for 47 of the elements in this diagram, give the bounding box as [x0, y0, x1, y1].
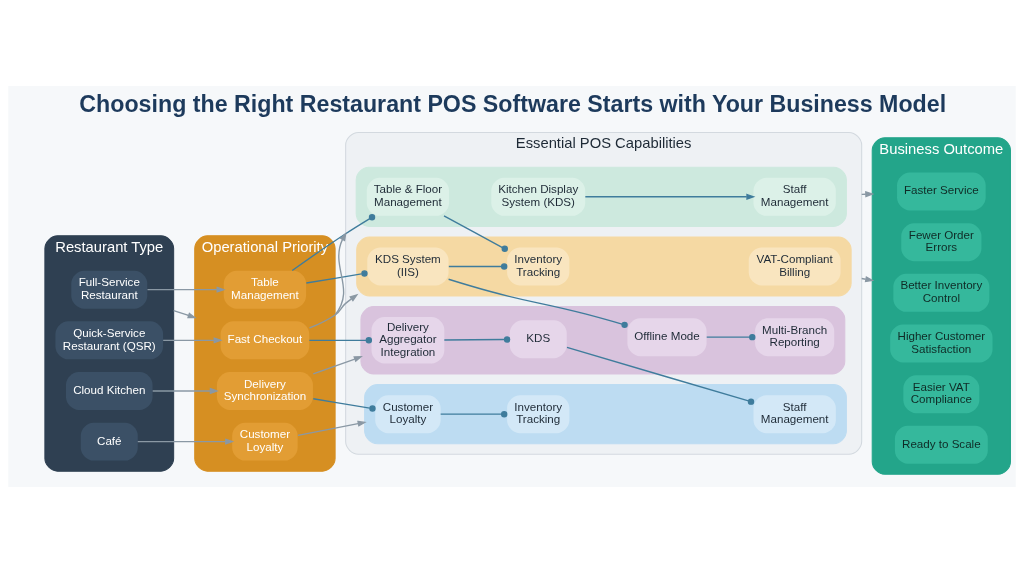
connector: [443, 335, 511, 343]
node-box: Cloud Kitchen: [66, 371, 153, 410]
node-box: Café: [80, 422, 138, 461]
arrow: [297, 420, 367, 436]
node-box: Staff Management: [753, 177, 836, 216]
arrow: [152, 387, 219, 394]
arrow: [312, 355, 363, 375]
cluster: [355, 166, 847, 227]
connector: [447, 278, 628, 328]
connector: [439, 410, 508, 417]
node-box: Multi-Branch Reporting: [755, 317, 835, 356]
cluster: [364, 383, 847, 444]
arrow: [334, 231, 347, 316]
node-box: Inventory Tracking: [507, 394, 570, 433]
node-box: Kitchen Display System (KDS): [491, 177, 586, 216]
arrow: [137, 437, 235, 445]
node-box: Full-Service Restaurant: [71, 270, 148, 309]
arrow: [162, 336, 223, 343]
node-box: Delivery Aggregator Integration: [371, 316, 445, 364]
node-box: Fast Checkout: [220, 320, 310, 359]
node-box: Inventory Tracking: [507, 246, 570, 285]
connector: [706, 333, 756, 340]
connector: [312, 397, 376, 412]
node-box: VAT-Compliant Billing: [748, 246, 841, 285]
arrow: [308, 293, 359, 329]
node-box: KDS System (IIS): [367, 246, 449, 285]
connector: [305, 269, 368, 284]
arrow: [584, 193, 756, 200]
cluster: [356, 235, 852, 297]
diagram-title: Choosing the Right Restaurant POS Software Starts with Your Business Model: [79, 90, 947, 117]
node-box: Customer Loyalty: [232, 422, 298, 461]
connector: [566, 346, 755, 405]
node-box: KDS: [509, 319, 567, 358]
connector: [443, 214, 508, 252]
node-box: Table Management: [223, 270, 307, 309]
node-box: Customer Loyalty: [375, 394, 441, 433]
node-box: Quick-Service Restaurant (QSR): [55, 320, 164, 359]
node-box: Table & Floor Management: [366, 177, 450, 216]
node-box: Offline Mode: [627, 317, 707, 356]
cluster: [360, 305, 846, 375]
node-box: Staff Management: [753, 394, 836, 433]
connector: [291, 213, 376, 271]
arrow: [146, 286, 226, 293]
connector: [308, 336, 373, 344]
arrow: [172, 309, 197, 318]
connector: [448, 262, 508, 270]
node-box: Delivery Synchronization: [216, 371, 313, 410]
